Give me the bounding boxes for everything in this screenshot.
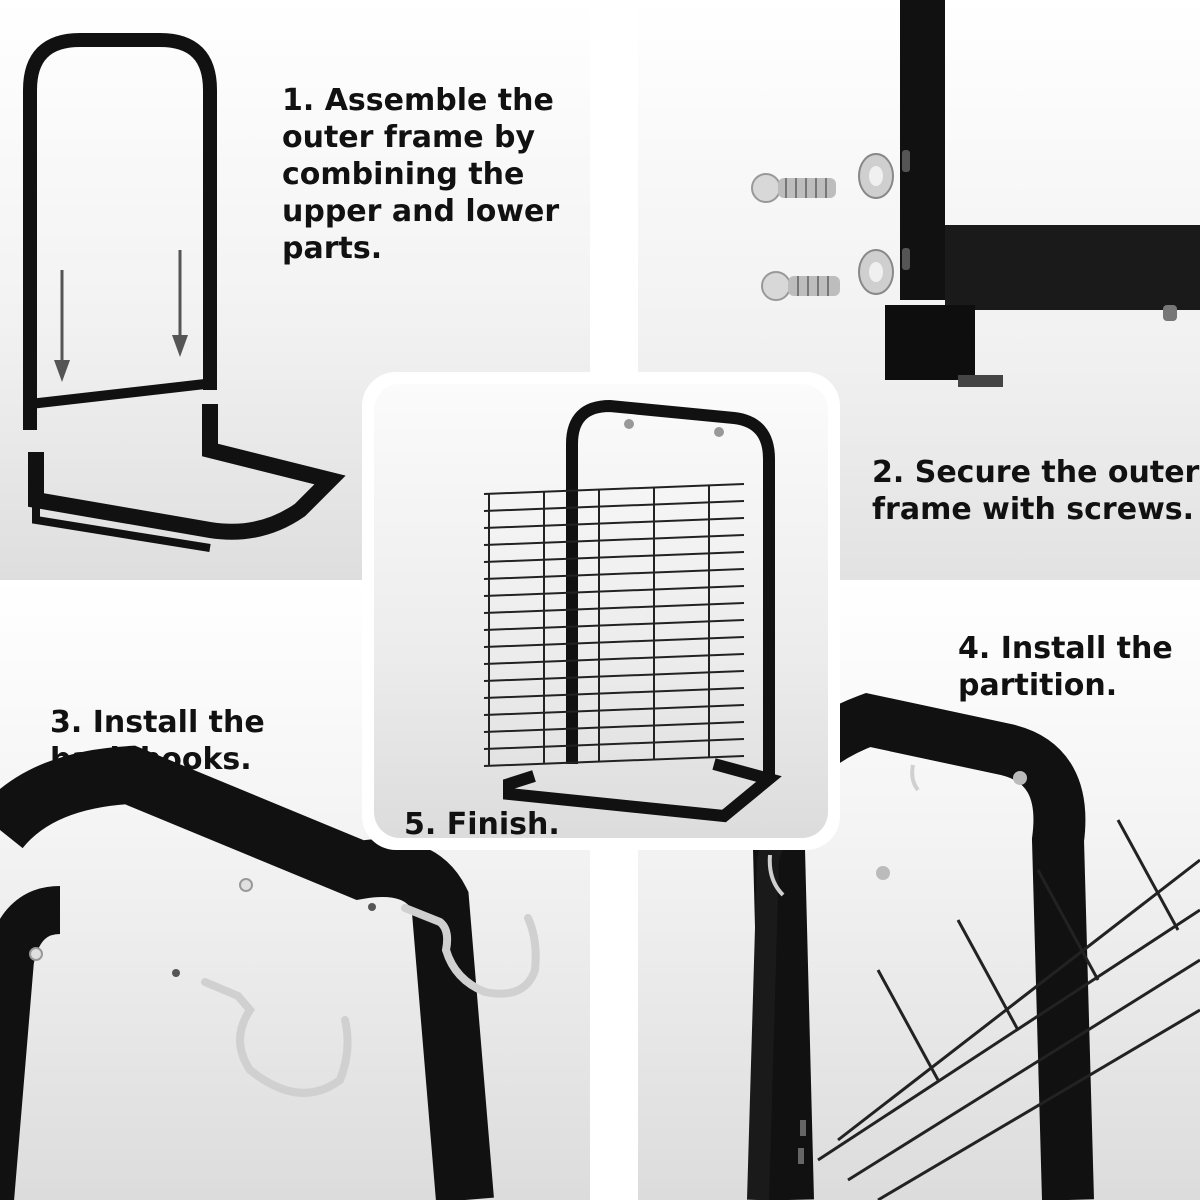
screws-illustration [751, 0, 1200, 387]
step-5-text: 5. Finish. [404, 807, 560, 838]
screw-icon [761, 271, 840, 301]
step-2-text: 2. Secure the outer frame with screws. [872, 455, 1200, 527]
panel-finish: 5. Finish. [362, 372, 840, 850]
finish-card: 5. Finish. [374, 384, 828, 838]
washer-icon [858, 153, 894, 199]
panel-assemble-frame: 1. Assemble the outer frame by combining… [0, 0, 590, 580]
step-1-text: 1. Assemble the outer frame by combining… [282, 83, 560, 266]
washer-icon [858, 249, 894, 295]
hooks-illustration [0, 745, 540, 1200]
screw-icon [751, 173, 836, 203]
step-3-text: 3. Install the back hooks. [50, 705, 265, 777]
step-4-text: 4. Install the partition. [958, 631, 1173, 703]
panel-install-hooks: 3. Install the back hooks. [0, 580, 590, 1200]
finished-rack-illustration [483, 399, 782, 823]
frame-assembly-illustration [23, 33, 346, 552]
